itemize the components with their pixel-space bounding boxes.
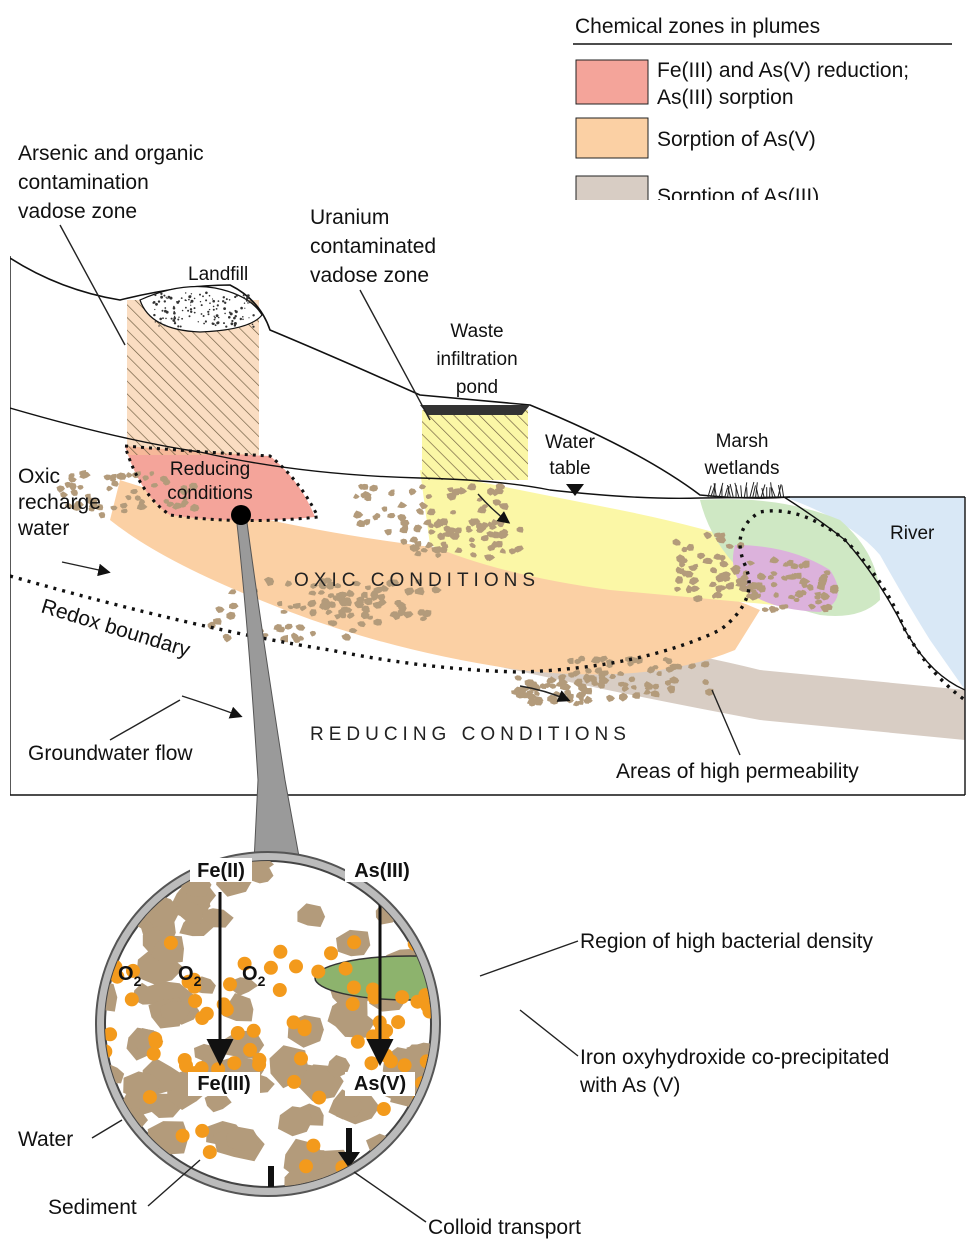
as3-label: As(III): [354, 860, 410, 882]
oxic-recharge-line2: recharge: [18, 491, 101, 514]
arsenic-zone-line3: vadose zone: [18, 200, 137, 223]
water-table-line1: Water: [545, 432, 596, 453]
water-leader: [92, 1120, 122, 1138]
legend-title: Chemical zones in plumes: [575, 15, 820, 38]
legend-label-0-1: As(III) sorption: [657, 86, 794, 109]
sample-point: [231, 505, 251, 525]
river-label: River: [890, 523, 935, 544]
inset-magnifier: Fe(II) As(III) Fe(III) As(V) O2 O2 O2: [79, 844, 505, 1206]
high-permeability-label: Areas of high permeability: [616, 760, 859, 783]
uranium-zone-line2: contaminated: [310, 235, 436, 258]
as5-label: As(V): [354, 1073, 406, 1095]
pond-line3: pond: [456, 377, 498, 398]
oxic-recharge-line3: water: [17, 517, 69, 540]
arsenic-zone-line2: contamination: [18, 171, 149, 194]
reducing-box-line1: Reducing: [170, 459, 250, 480]
colloid-label: Colloid transport: [428, 1216, 581, 1239]
uranium-zone-line3: vadose zone: [310, 264, 429, 287]
oxic-conditions-label: OXIC CONDITIONS: [294, 570, 540, 591]
colloid-leader: [354, 1172, 426, 1222]
legend-swatch-1: [576, 118, 648, 158]
reducing-box-line2: conditions: [167, 483, 253, 504]
reducing-conditions-label: REDUCING CONDITIONS: [310, 724, 631, 745]
iron-line2: with As (V): [579, 1074, 680, 1097]
bacterial-label: Region of high bacterial density: [580, 930, 874, 953]
waste-pond: [420, 405, 530, 415]
iron-line1: Iron oxyhydroxide co-precipitated: [580, 1046, 889, 1069]
iron-leader: [520, 1010, 578, 1056]
arsenic-zone-line1: Arsenic and organic: [18, 142, 204, 165]
legend-label-0-0: Fe(III) and As(V) reduction;: [657, 59, 909, 82]
landfill-label: Landfill: [188, 264, 248, 285]
oxic-recharge-line1: Oxic: [18, 465, 60, 488]
legend-swatch-0: [576, 60, 648, 104]
marsh-line1: Marsh: [716, 431, 769, 452]
marsh-line2: wetlands: [704, 458, 780, 479]
legend-label-1-0: Sorption of As(V): [657, 128, 816, 151]
water-label: Water: [18, 1128, 73, 1151]
uranium-zone-line1: Uranium: [310, 206, 389, 229]
uranium-vadose-column: [422, 410, 528, 480]
bacterial-leader: [480, 941, 578, 976]
pond-line1: Waste: [450, 321, 503, 342]
groundwater-flow-label: Groundwater flow: [28, 742, 193, 765]
pond-line2: infiltration: [436, 349, 517, 370]
sediment-label: Sediment: [48, 1196, 137, 1219]
fe2-label: Fe(II): [197, 860, 245, 882]
fe3-label: Fe(III): [197, 1073, 250, 1095]
cross-section: [10, 200, 965, 796]
water-table-line2: table: [549, 458, 590, 479]
